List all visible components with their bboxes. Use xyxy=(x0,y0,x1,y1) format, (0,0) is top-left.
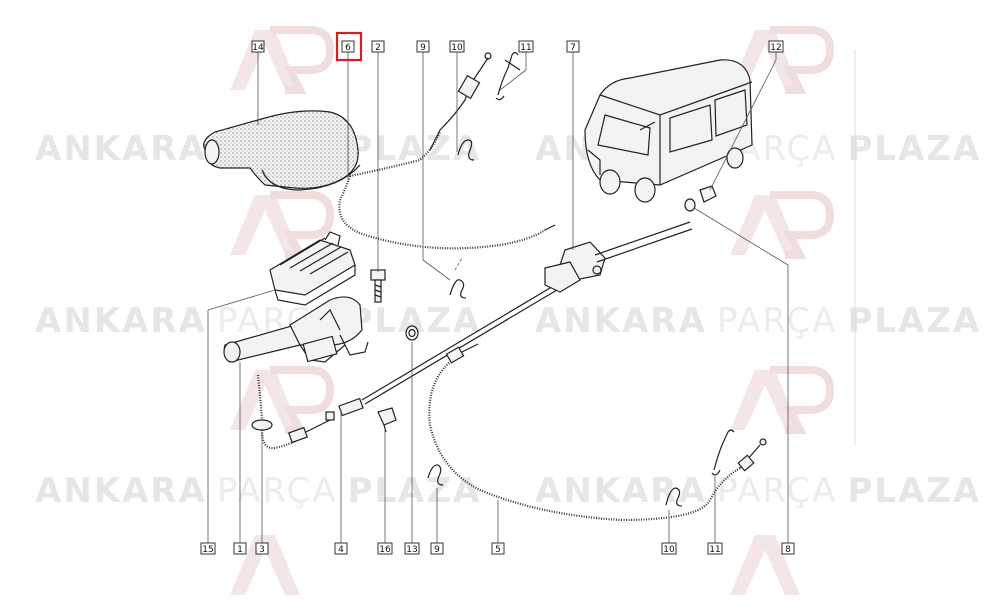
part-bolt xyxy=(370,269,386,303)
part-lever-boot xyxy=(203,110,361,191)
callout-13: 13 xyxy=(404,542,420,555)
watermark-word: PLAZA xyxy=(347,129,481,169)
watermark-logo-icon xyxy=(230,366,335,434)
leader-lines xyxy=(207,52,789,543)
callout-number: 1 xyxy=(237,545,243,555)
callout-2: 2 xyxy=(371,40,385,53)
callout-6-highlight xyxy=(335,31,363,62)
callout-8: 8 xyxy=(781,542,795,555)
callout-number: 15 xyxy=(202,545,213,555)
callout-number: 8 xyxy=(785,545,791,555)
watermark-word: PLAZA xyxy=(847,301,981,341)
callout-number: 9 xyxy=(434,545,440,555)
part-nut xyxy=(684,185,717,212)
callout-number: 9 xyxy=(420,43,426,53)
callout-15: 15 xyxy=(200,542,216,555)
part-spring-clip-bottom-left xyxy=(427,464,444,486)
callout-10-bottom: 10 xyxy=(661,542,677,555)
watermark-logo-icon xyxy=(230,191,335,259)
callout-11-top: 11 xyxy=(518,40,534,53)
callout-number: 4 xyxy=(338,545,344,555)
callout-number: 10 xyxy=(451,43,463,53)
callout-number: 11 xyxy=(520,43,531,53)
callout-6: 6 xyxy=(341,40,355,53)
watermark-word: PARÇA xyxy=(717,471,838,511)
watermark-word: ANKARA xyxy=(35,471,207,511)
callout-4: 4 xyxy=(334,542,348,555)
watermark-word: PLAZA xyxy=(847,129,981,169)
callout-16: 16 xyxy=(377,542,393,555)
part-primary-cable xyxy=(338,52,556,250)
watermark-logo-icon xyxy=(730,366,835,434)
callout-number: 14 xyxy=(252,43,264,53)
part-rear-cable xyxy=(428,343,767,522)
watermark-logo-icon xyxy=(230,535,300,595)
callout-11-bottom: 11 xyxy=(707,542,723,555)
callout-9-top: 9 xyxy=(416,40,430,53)
watermark-word: PLAZA xyxy=(347,471,481,511)
watermark-logo-icon xyxy=(730,191,835,259)
callout-number: 10 xyxy=(663,545,675,555)
callout-12: 12 xyxy=(768,40,784,53)
part-clip xyxy=(377,407,397,433)
watermark-logo-icon xyxy=(730,535,800,595)
callout-7: 7 xyxy=(566,40,580,53)
callout-14: 14 xyxy=(251,40,265,53)
part-cable-clip-bottom xyxy=(711,429,735,476)
part-spring-clip-bottom-right xyxy=(665,487,683,507)
watermark-word: ANKARA xyxy=(35,301,207,341)
callout-3: 3 xyxy=(255,542,269,555)
watermark-logo-icon xyxy=(230,26,335,94)
watermark-word: ANKARA xyxy=(535,471,707,511)
callout-9-bottom: 9 xyxy=(430,542,444,555)
callout-10-top: 10 xyxy=(449,40,465,53)
watermark-word: PARÇA xyxy=(217,471,338,511)
callout-number: 7 xyxy=(570,43,576,53)
callout-number: 5 xyxy=(495,545,501,555)
callout-number: 13 xyxy=(406,545,417,555)
watermark-word: ANKARA xyxy=(35,129,207,169)
watermark-word: ANKARA xyxy=(535,301,707,341)
part-secondary-cable xyxy=(251,374,335,450)
part-grommet xyxy=(405,325,419,341)
part-handbrake-lever xyxy=(223,296,369,363)
watermark-word: PARÇA xyxy=(717,301,838,341)
callout-number: 11 xyxy=(709,545,720,555)
part-cable-connector xyxy=(338,284,558,417)
part-spring-clip-top xyxy=(457,139,475,161)
part-equalizer xyxy=(544,221,693,293)
callout-number: 12 xyxy=(770,43,781,53)
van-illustration xyxy=(584,59,753,203)
callout-number: 2 xyxy=(375,43,381,53)
watermark-word: PLAZA xyxy=(847,471,981,511)
callout-number: 6 xyxy=(345,43,351,53)
callout-1: 1 xyxy=(233,542,247,555)
part-spring-clip-mid xyxy=(449,257,467,299)
callout-number: 16 xyxy=(379,545,391,555)
callout-number: 3 xyxy=(259,545,265,555)
part-cable-clip-top xyxy=(495,51,521,101)
callout-5: 5 xyxy=(491,542,505,555)
